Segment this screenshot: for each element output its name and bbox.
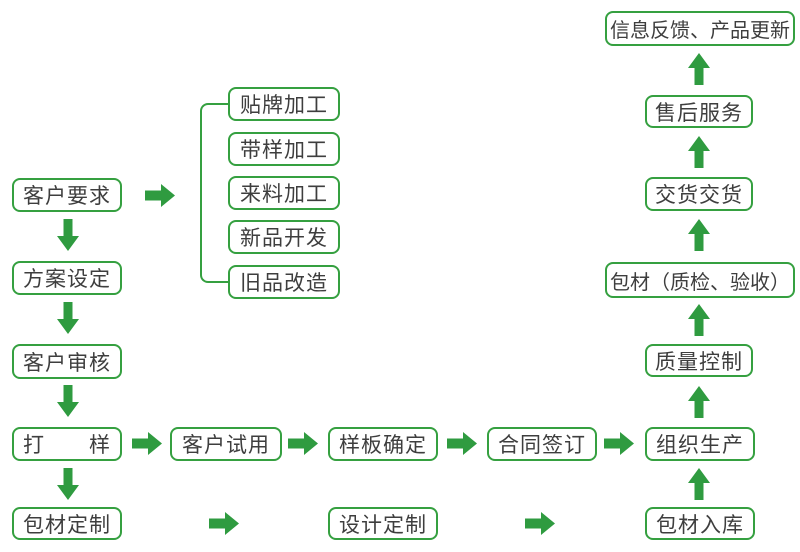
node-customer-trial: 客户试用 [170,427,282,461]
node-packaging-customization: 包材定制 [12,507,122,540]
node-plan-setting: 方案设定 [12,261,122,295]
arrow-up-icon [688,386,710,418]
node-incoming-material-processing: 来料加工 [228,176,340,210]
arrow-right-icon [525,512,555,535]
arrow-up-icon [688,53,710,85]
node-customer-requirements: 客户要求 [12,178,122,212]
node-design-customization: 设计定制 [328,507,438,540]
node-quality-control: 质量控制 [645,344,753,377]
arrow-right-icon [447,432,477,455]
node-proofing: 打 样 [12,427,122,461]
node-sample-confirmation: 样板确定 [328,427,438,461]
node-delivery: 交货交货 [645,177,753,211]
arrow-up-icon [688,304,710,336]
arrow-down-icon [57,468,79,500]
arrow-down-icon [57,385,79,417]
node-packaging-inspection-acceptance: 包材（质检、验收） [605,262,795,298]
branch-connector-line [200,103,228,283]
arrow-down-icon [57,219,79,251]
arrow-right-icon [209,512,239,535]
node-feedback-product-update: 信息反馈、产品更新 [605,11,795,46]
node-new-product-development: 新品开发 [228,220,340,254]
node-packaging-warehousing: 包材入库 [645,507,755,540]
node-customer-review: 客户审核 [12,344,122,379]
node-oem-processing: 贴牌加工 [228,87,340,121]
arrow-down-icon [57,302,79,334]
node-contract-signing: 合同签订 [487,427,597,461]
arrow-right-icon [132,432,162,455]
arrow-right-icon [288,432,318,455]
arrow-right-icon [604,432,634,455]
arrow-up-icon [688,468,710,500]
node-organize-production: 组织生产 [645,427,755,461]
node-after-sales-service: 售后服务 [645,95,753,128]
node-old-product-renovation: 旧品改造 [228,265,340,299]
arrow-up-icon [688,219,710,251]
node-sample-based-processing: 带样加工 [228,132,340,166]
arrow-up-icon [688,136,710,168]
arrow-right-icon [145,184,175,207]
